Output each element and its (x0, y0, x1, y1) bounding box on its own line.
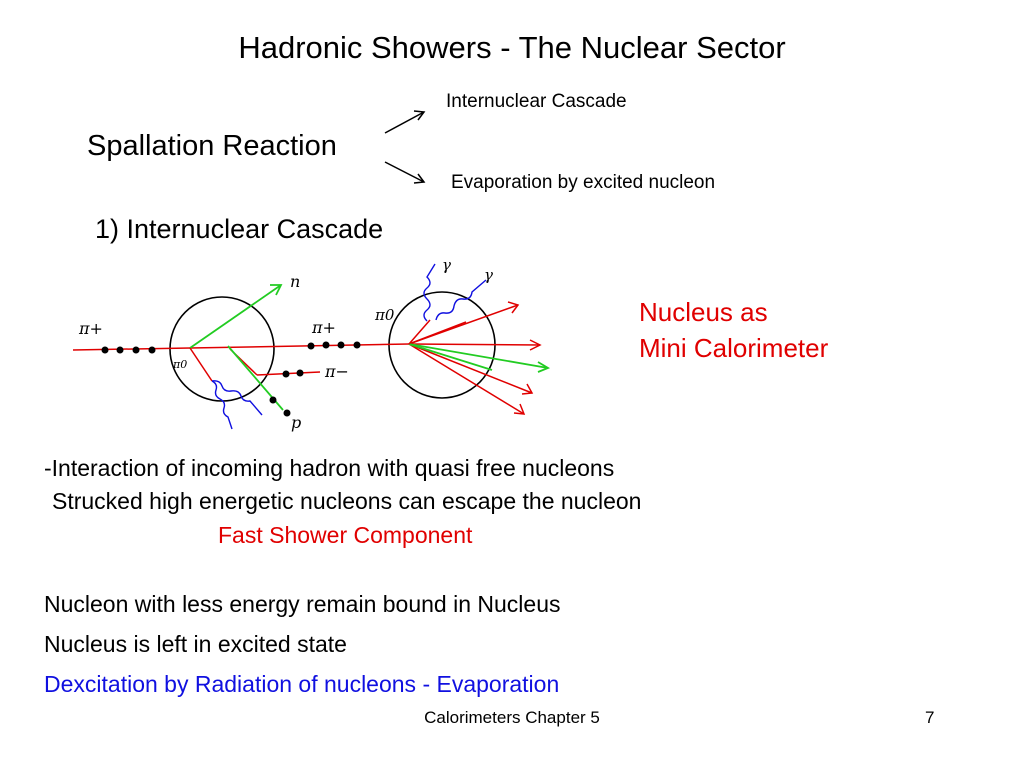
nucleus2-green-tracks (408, 343, 549, 371)
label-neutron: n (290, 272, 300, 291)
label-proton: p (291, 413, 301, 432)
body-line-dexcitation: Dexcitation by Radiation of nucleons - E… (44, 671, 560, 697)
body-line-strucked: Strucked high energetic nucleons can esc… (52, 488, 642, 514)
photon-wavy-4 (435, 279, 487, 321)
pi-plus-in-track (72, 347, 191, 351)
photon-wavy-2 (211, 380, 263, 416)
nucleus-note-line1: Nucleus as (639, 297, 768, 327)
nucleus2-tracks (408, 304, 541, 415)
spallation-reaction-label: Spallation Reaction (87, 130, 337, 162)
label-pi0-big: π0 (374, 306, 395, 324)
page-number: 7 (925, 708, 935, 727)
pi-minus-dots (282, 369, 304, 378)
branch-evaporation: Evaporation by excited nucleon (451, 172, 716, 193)
neutron-track (189, 284, 282, 349)
photon-wavy-3 (423, 263, 436, 322)
label-gamma-1: γ (442, 256, 451, 274)
photon-wavy-1 (211, 380, 233, 430)
label-pi-minus: π− (324, 362, 349, 381)
pi-plus-out-track (189, 343, 410, 349)
branch-internuclear-cascade: Internuclear Cascade (446, 91, 627, 112)
nucleus-note: Nucleus as Mini Calorimeter (639, 294, 828, 366)
label-gamma-2: γ (484, 266, 493, 284)
fast-shower-component: Fast Shower Component (218, 522, 473, 548)
footer-text: Calorimeters Chapter 5 (424, 708, 600, 727)
branch-arrows (384, 110, 426, 184)
label-pi-plus-out: π+ (311, 318, 336, 337)
body-line-interaction: -Interaction of incoming hadron with qua… (44, 455, 615, 481)
pi-plus-in-dots (101, 346, 156, 354)
section-heading: 1) Internuclear Cascade (95, 214, 384, 244)
pi-plus-out-dots (307, 341, 361, 350)
body-line-bound: Nucleon with less energy remain bound in… (44, 591, 561, 617)
slide-title: Hadronic Showers - The Nuclear Sector (238, 30, 786, 65)
proton-dots (269, 396, 291, 417)
label-pi-plus-in: π+ (78, 319, 103, 338)
nucleus-note-line2: Mini Calorimeter (639, 333, 829, 363)
label-pi0-small: π0 (172, 358, 187, 371)
body-line-excited: Nucleus is left in excited state (44, 631, 347, 657)
